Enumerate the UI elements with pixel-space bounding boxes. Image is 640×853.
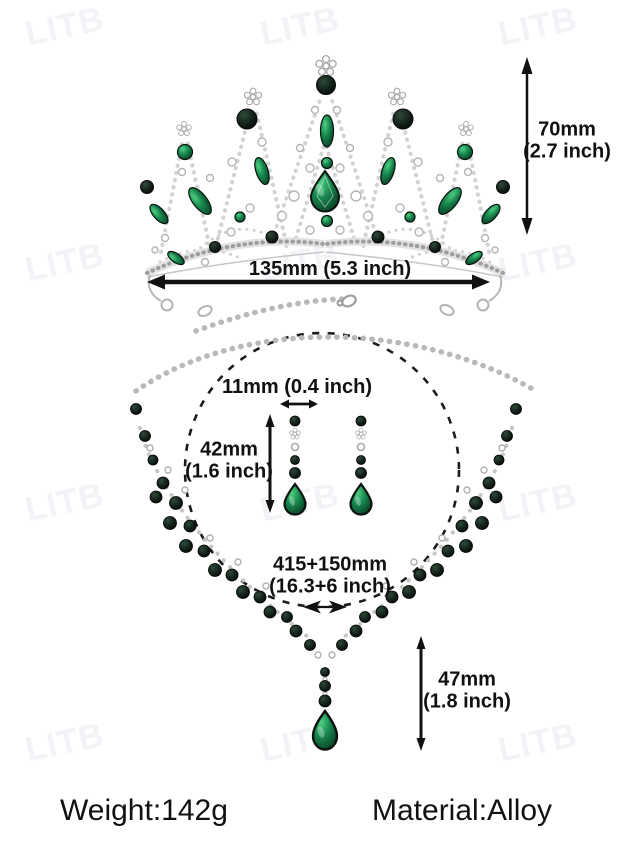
emerald-teardrop-gem xyxy=(309,169,341,213)
tiara-height-arrow xyxy=(521,57,533,235)
pendant-drop-inch: (1.8 inch) xyxy=(423,691,511,713)
earring-height-arrow xyxy=(265,414,275,513)
necklace-length-label: 415+150mm (16.3+6 inch) xyxy=(269,554,391,599)
pendant-drop-value: 47mm xyxy=(438,668,496,691)
earring-left xyxy=(283,415,307,516)
pendant-drop-label: 47mm (1.8 inch) xyxy=(423,669,511,714)
necklace-length-value: 415+150mm xyxy=(273,553,387,576)
tiara-band xyxy=(145,237,505,278)
weight-text: Weight:142g xyxy=(60,794,228,827)
earring-right xyxy=(349,415,373,516)
pendant-drop-arrow xyxy=(416,636,426,751)
necklace-length-arrow xyxy=(303,600,347,614)
tiara-emerald-gems xyxy=(149,114,501,266)
necklace-silver-accents xyxy=(146,444,506,659)
tiara-hairpin-loops xyxy=(147,274,503,318)
earring-width-label: 11mm (0.4 inch) xyxy=(222,376,372,398)
tiara-width-label: 135mm (5.3 inch) xyxy=(249,258,411,280)
earring-height-label: 42mm (1.6 inch) xyxy=(185,439,273,484)
tiara-dark-gems xyxy=(140,75,510,253)
tiara-height-value: 70mm xyxy=(538,118,596,141)
necklace-pendant xyxy=(311,667,339,751)
earrings-illustration xyxy=(283,415,373,516)
necklace-beads-right xyxy=(336,403,522,651)
necklace-length-inch: (16.3+6 inch) xyxy=(269,576,391,598)
necklace-illustration xyxy=(130,294,539,751)
earring-detail-dashed-circle xyxy=(183,331,461,609)
earring-height-inch: (1.6 inch) xyxy=(185,461,273,483)
earring-width-arrow xyxy=(280,399,318,409)
tiara-height-label: 70mm (2.7 inch) xyxy=(523,119,611,164)
necklace-clasp xyxy=(336,294,357,308)
material-text: Material:Alloy xyxy=(372,794,553,827)
necklace-chain xyxy=(133,296,539,394)
earring-width-value: 11mm (0.4 inch) xyxy=(221,375,373,398)
necklace-beads-left xyxy=(130,403,316,651)
tiara-width-arrow xyxy=(147,274,490,290)
tiara-height-inch: (2.7 inch) xyxy=(523,141,611,163)
tiara-crystals xyxy=(151,105,499,267)
tiara-width-value: 135mm (5.3 inch) xyxy=(248,257,412,280)
tiara-illustration xyxy=(140,54,510,318)
earring-height-value: 42mm xyxy=(200,438,258,461)
